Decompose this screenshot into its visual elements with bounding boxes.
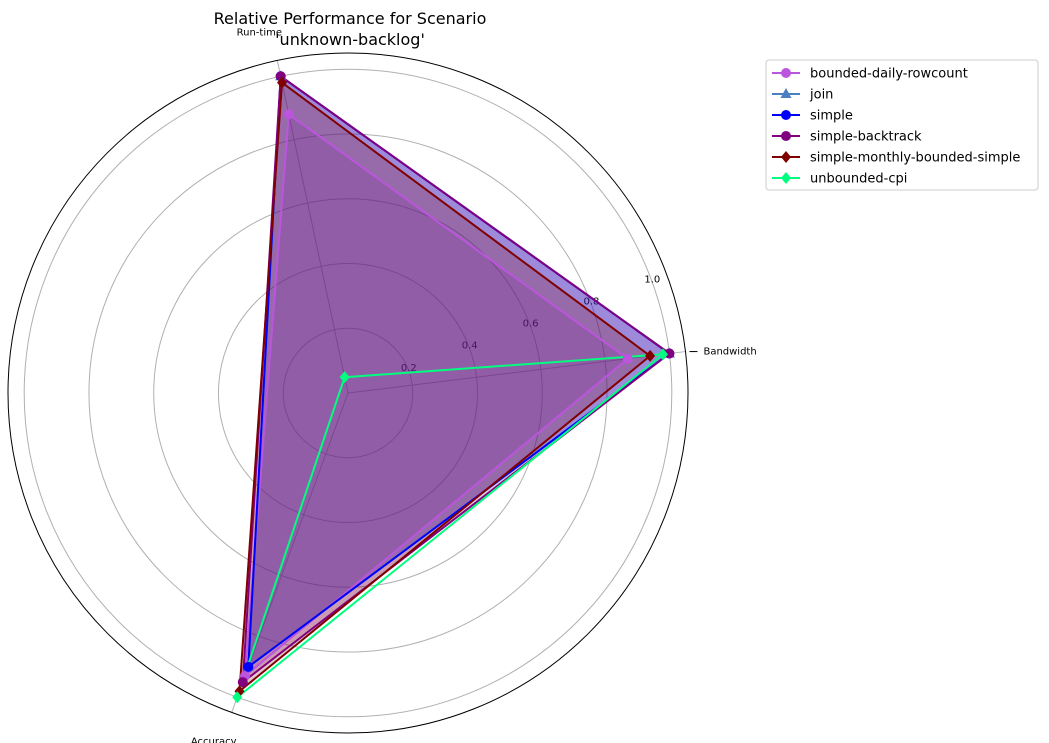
series-fills: [239, 76, 670, 692]
simple-backtrack-marker: [664, 348, 675, 359]
legend-label: simple: [810, 109, 853, 124]
legend-label: simple-monthly-bounded-simple: [810, 151, 1020, 166]
legend-unbounded-cpi-marker: [781, 172, 791, 184]
simple-area: [248, 76, 670, 667]
series-markers: [232, 70, 675, 704]
axis-label-run-time: Run-time: [237, 27, 282, 38]
chart-title-line-1: Relative Performance for Scenario: [214, 9, 487, 28]
unbounded-cpi-line: [236, 353, 664, 699]
chart-title-line-2: 'unknown-backlog': [275, 30, 425, 49]
bounded-daily-rowcount-area: [245, 114, 628, 677]
legend-label: unbounded-cpi: [810, 172, 907, 187]
legend-entry-simple: simple: [772, 109, 853, 124]
grid-ring: [282, 327, 414, 459]
radial-tick-label: 0.6: [523, 319, 539, 330]
join-area: [248, 76, 670, 667]
grid-ring: [88, 133, 608, 653]
outer-frame: [7, 52, 689, 734]
unbounded-cpi-marker: [339, 371, 350, 384]
legend-label: simple-backtrack: [810, 130, 922, 145]
simple-monthly-bounded-simple-area: [239, 82, 651, 692]
grid-ring: [217, 262, 479, 524]
bounded-daily-rowcount-line: [244, 113, 629, 677]
legend-entry-simple-monthly-bounded-simple: simple-monthly-bounded-simple: [772, 151, 1020, 166]
legend: bounded-daily-rowcount join simple simple-b…: [765, 59, 1039, 191]
legend-label: bounded-daily-rowcount: [810, 67, 968, 82]
radial-tick-label: 0.4: [462, 341, 478, 352]
legend-entry-unbounded-cpi: unbounded-cpi: [772, 172, 907, 187]
legend-entry-join: join: [772, 88, 833, 103]
radial-tick-label: 1.0: [644, 274, 660, 285]
legend-simple-monthly-bounded-simple-marker: [781, 151, 791, 163]
simple-marker: [243, 661, 254, 672]
legend-simple-backtrack-marker: [781, 131, 791, 141]
simple-monthly-bounded-simple-line: [238, 81, 652, 693]
axis-label-bandwidth: Bandwidth: [703, 347, 756, 358]
radial-tick-label: 0.8: [583, 296, 599, 307]
legend-label: join: [809, 88, 833, 103]
radial-tick-label: 0.2: [401, 363, 417, 374]
legend-simple-marker: [781, 110, 791, 120]
unbounded-cpi-marker: [657, 348, 668, 361]
legend-bounded-daily-rowcount-marker: [781, 68, 791, 78]
legend-entry-simple-backtrack: simple-backtrack: [772, 130, 922, 145]
axis-label-accuracy: Accuracy: [191, 736, 237, 743]
simple-monthly-bounded-simple-marker: [645, 349, 656, 362]
series-lines: [236, 75, 671, 699]
bounded-daily-rowcount-marker: [283, 109, 294, 120]
legend-entry-bounded-daily-rowcount: bounded-daily-rowcount: [772, 67, 968, 82]
legend-join-marker: [780, 88, 792, 98]
bounded-daily-rowcount-marker: [622, 353, 633, 364]
simple-monthly-bounded-simple-marker: [277, 76, 288, 89]
grid-ring: [23, 68, 673, 718]
simple-backtrack-area: [242, 76, 670, 683]
grid-ring: [153, 198, 543, 588]
unbounded-cpi-marker: [232, 691, 243, 704]
legend-box: [765, 59, 1039, 191]
simple-backtrack-marker: [237, 677, 248, 688]
